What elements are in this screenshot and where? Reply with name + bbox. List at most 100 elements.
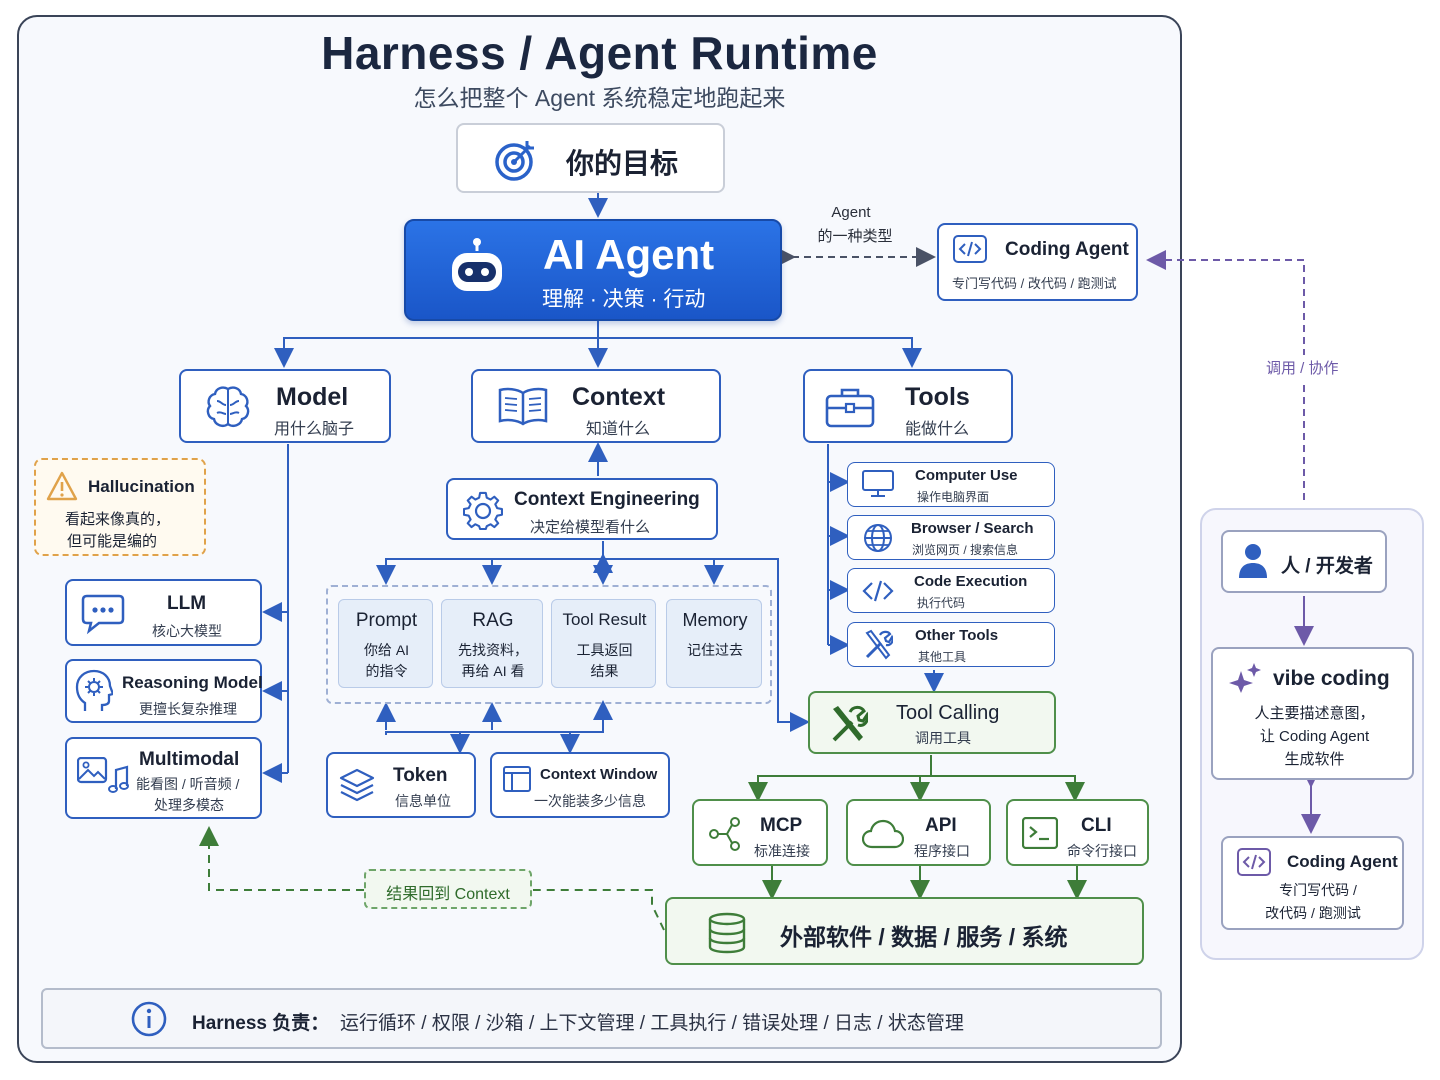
browser-search-title: Browser / Search [911, 520, 1034, 537]
memory-card[interactable]: Memory 记住过去 [666, 599, 762, 688]
hallucination-line2: 但可能是编的 [67, 533, 158, 550]
other-tools-title: Other Tools [915, 627, 999, 644]
cloud-icon [862, 819, 904, 849]
token-box[interactable]: Token 信息单位 [326, 752, 476, 818]
vibe-coding-line3: 生成软件 [1284, 751, 1345, 768]
context-window-box[interactable]: Context Window 一次能装多少信息 [490, 752, 670, 818]
model-title: Model [276, 383, 349, 411]
coding-agent-top-subtitle: 专门写代码 / 改代码 / 跑测试 [952, 276, 1117, 291]
cli-subtitle: 命令行接口 [1067, 843, 1137, 859]
warning-icon [46, 471, 78, 501]
browser-search-subtitle: 浏览网页 / 搜索信息 [912, 543, 1019, 557]
brain-icon [205, 385, 251, 429]
harness-note-text: 运行循环 / 权限 / 沙箱 / 上下文管理 / 工具执行 / 错误处理 / 日… [340, 1013, 964, 1034]
reasoning-model-box[interactable]: Reasoning Model 更擅长复杂推理 [65, 659, 263, 723]
page-subtitle: 怎么把整个 Agent 系统稳定地跑起来 [413, 85, 786, 111]
coding-agent-side-title: Coding Agent [1287, 852, 1398, 871]
context-box[interactable]: Context 知道什么 [471, 369, 721, 443]
rag-line1: 先找资料， [458, 642, 528, 658]
globe-icon [863, 523, 893, 553]
vibe-coding-box[interactable]: vibe coding 人主要描述意图， 让 Coding Agent 生成软件 [1211, 647, 1414, 780]
prompt-card[interactable]: Prompt 你给 AI 的指令 [338, 599, 433, 688]
token-subtitle: 信息单位 [395, 793, 451, 809]
wrench-icon [863, 629, 893, 661]
tool-result-card[interactable]: Tool Result 工具返回 结果 [551, 599, 656, 688]
api-title: API [925, 815, 957, 836]
coding-agent-side-line1: 专门写代码 / [1279, 882, 1357, 898]
external-systems-label: 外部软件 / 数据 / 服务 / 系统 [780, 924, 1068, 950]
database-icon [707, 912, 747, 954]
computer-use-box[interactable]: Computer Use 操作电脑界面 [847, 462, 1055, 507]
llm-subtitle: 核心大模型 [152, 623, 222, 639]
token-title: Token [393, 765, 448, 786]
vibe-coding-title: vibe coding [1273, 667, 1390, 690]
computer-use-title: Computer Use [915, 467, 1018, 484]
context-window-title: Context Window [540, 766, 658, 783]
person-icon [1237, 543, 1269, 579]
agent-title: AI Agent [543, 231, 715, 278]
harness-note-box: Harness 负责： 运行循环 / 权限 / 沙箱 / 上下文管理 / 工具执… [41, 988, 1162, 1049]
llm-box[interactable]: LLM 核心大模型 [65, 579, 262, 646]
prompt-line2: 的指令 [365, 663, 408, 679]
gear-icon [463, 491, 503, 531]
coding-agent-side-box[interactable]: Coding Agent 专门写代码 / 改代码 / 跑测试 [1221, 836, 1404, 930]
goal-box: 你的目标 [456, 123, 725, 193]
multimodal-title: Multimodal [139, 749, 240, 770]
developer-box[interactable]: 人 / 开发者 [1221, 530, 1387, 593]
target-icon [494, 138, 538, 182]
prompt-line1: 你给 AI [363, 642, 410, 658]
toolbox-icon [825, 385, 875, 429]
memory-title: Memory [682, 610, 748, 630]
reasoning-model-subtitle: 更擅长复杂推理 [139, 701, 237, 717]
rag-title: RAG [472, 610, 514, 631]
rag-card[interactable]: RAG 先找资料， 再给 AI 看 [441, 599, 543, 688]
hallucination-title: Hallucination [88, 477, 195, 496]
prompt-title: Prompt [355, 610, 418, 631]
tool-result-line1: 工具返回 [576, 642, 633, 658]
ai-agent-box[interactable]: AI Agent 理解 · 决策 · 行动 [404, 219, 782, 321]
tools-icon [828, 704, 868, 744]
other-tools-box[interactable]: Other Tools 其他工具 [847, 622, 1055, 667]
book-icon [497, 385, 549, 429]
code-execution-title: Code Execution [914, 573, 1028, 590]
mcp-box[interactable]: MCP 标准连接 [692, 799, 828, 866]
agent-type-note-line2: 的一种类型 [817, 228, 893, 245]
model-box[interactable]: Model 用什么脑子 [179, 369, 391, 443]
tool-result-line2: 结果 [590, 663, 619, 679]
chat-icon [81, 593, 125, 635]
code-execution-box[interactable]: Code Execution 执行代码 [847, 568, 1055, 613]
model-subtitle: 用什么脑子 [274, 421, 355, 438]
mcp-title: MCP [760, 815, 803, 836]
browser-search-box[interactable]: Browser / Search 浏览网页 / 搜索信息 [847, 515, 1055, 560]
coding-agent-top-title: Coding Agent [1005, 239, 1129, 260]
tool-calling-title: Tool Calling [896, 702, 1000, 724]
result-back-label-box: 结果回到 Context [364, 869, 532, 909]
cli-box[interactable]: CLI 命令行接口 [1006, 799, 1149, 866]
tools-box[interactable]: Tools 能做什么 [803, 369, 1013, 443]
hallucination-box: Hallucination 看起来像真的， 但可能是编的 [34, 458, 206, 556]
context-subtitle: 知道什么 [586, 421, 651, 438]
memory-line1: 记住过去 [687, 642, 743, 658]
context-title: Context [572, 383, 666, 411]
context-engineering-box[interactable]: Context Engineering 决定给模型看什么 [446, 478, 718, 540]
external-systems-box[interactable]: 外部软件 / 数据 / 服务 / 系统 [665, 897, 1144, 965]
context-parts-group [326, 585, 772, 704]
monitor-icon [862, 470, 894, 498]
code-icon [862, 579, 894, 603]
head-gear-icon [75, 669, 113, 713]
coding-agent-top-box[interactable]: Coding Agent 专门写代码 / 改代码 / 跑测试 [937, 223, 1138, 301]
context-window-subtitle: 一次能装多少信息 [534, 793, 646, 809]
invoke-label: 调用 / 协作 [1266, 355, 1339, 380]
reasoning-model-title: Reasoning Model [122, 673, 263, 692]
image-music-icon [77, 757, 129, 795]
info-icon [131, 1001, 167, 1037]
developer-label: 人 / 开发者 [1281, 556, 1373, 577]
multimodal-box[interactable]: Multimodal 能看图 / 听音频 / 处理多模态 [65, 737, 262, 819]
robot-icon [446, 237, 508, 299]
api-box[interactable]: API 程序接口 [846, 799, 991, 866]
tool-calling-subtitle: 调用工具 [915, 730, 971, 746]
tools-subtitle: 能做什么 [905, 421, 970, 438]
tool-calling-box[interactable]: Tool Calling 调用工具 [808, 691, 1056, 754]
hallucination-line1: 看起来像真的， [65, 511, 171, 528]
multimodal-line1: 能看图 / 听音频 / [136, 776, 240, 792]
